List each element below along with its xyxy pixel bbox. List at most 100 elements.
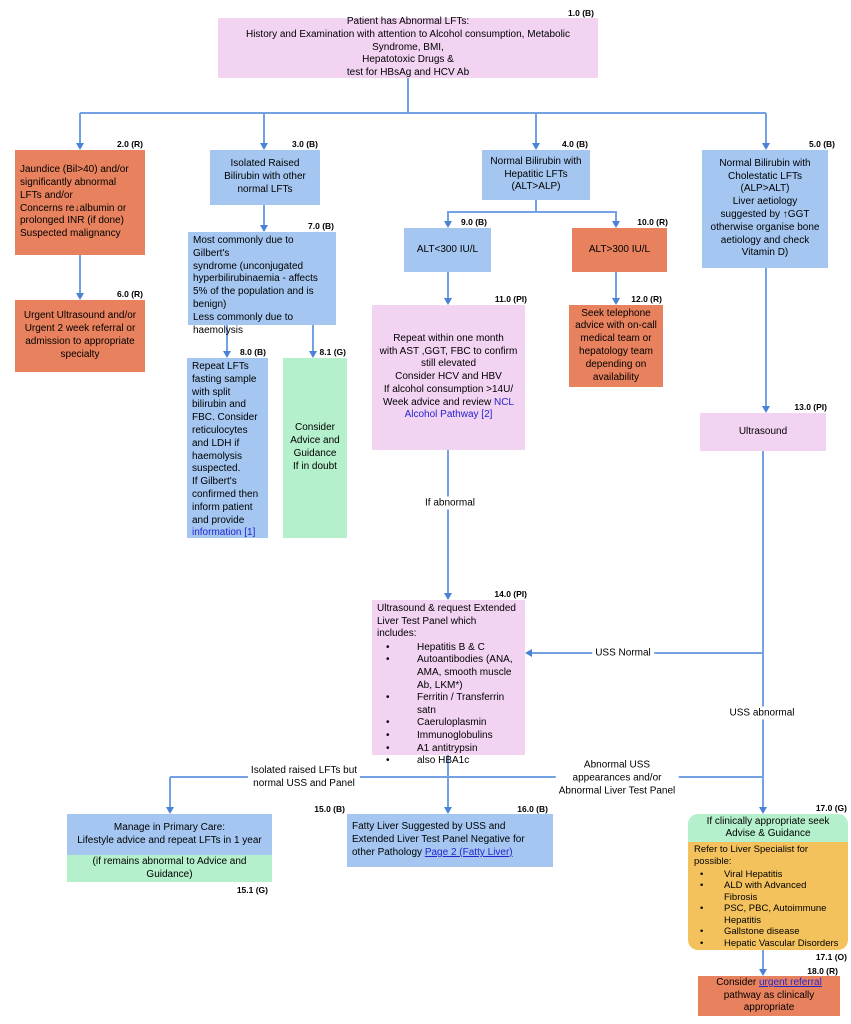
connector-9-to-11 xyxy=(447,272,449,299)
arrowhead-to-17 xyxy=(758,807,767,814)
arrowhead-to-3 xyxy=(259,143,268,150)
list-item: Autoantibodies (ANA, AMA, smooth muscle … xyxy=(377,654,520,692)
node-8-text: Repeat LFTs fasting sample with split bi… xyxy=(192,361,259,526)
connector-17-to-18 xyxy=(762,950,764,970)
node-1-text: Patient has Abnormal LFTs: History and E… xyxy=(245,16,571,79)
node-4-tag: 4.0 (B) xyxy=(562,139,588,149)
list-item: Immunoglobulins xyxy=(377,730,520,743)
node-5-text: Normal Bilirubin with Cholestatic LFTs (… xyxy=(710,157,820,259)
node-10-tag: 10.0 (R) xyxy=(637,217,668,227)
node-17-body-text: Refer to Liver Specialist for possible: xyxy=(694,844,809,867)
node-9-tag: 9.0 (B) xyxy=(461,217,487,227)
node-8-1-advice-guidance: Consider Advice and Guidance If in doubt xyxy=(283,358,347,538)
arrowhead-to-13 xyxy=(761,406,770,413)
arrowhead-to-2 xyxy=(75,143,84,150)
node-10-text: ALT>300 IU/L xyxy=(588,243,651,255)
connector-13-to-17 xyxy=(762,451,764,808)
node-4-text: Normal Bilirubin with Hepatitic LFTs (AL… xyxy=(490,155,582,193)
list-item: Viral Hepatitis xyxy=(694,869,842,881)
node-13-tag: 13.0 (PI) xyxy=(794,402,827,412)
node-16-tag: 16.0 (B) xyxy=(517,804,548,814)
node-3-text: Isolated Raised Bilirubin with other nor… xyxy=(224,158,306,195)
arrowhead-to-11 xyxy=(443,298,452,305)
arrowhead-to-14-right xyxy=(525,648,532,657)
list-item: A1 antitrypsin xyxy=(377,743,520,756)
connector-2-to-6 xyxy=(79,255,81,294)
node-15-1-if-remains-abnormal: (if remains abnormal to Advice and Guida… xyxy=(67,855,272,882)
node-11-text: Repeat within one month with AST ,GGT, F… xyxy=(379,332,518,421)
node-3-isolated-raised-bilirubin: Isolated Raised Bilirubin with other nor… xyxy=(210,150,320,205)
node-13-text: Ultrasound xyxy=(738,425,788,437)
connector-stem-1 xyxy=(407,78,409,113)
arrowhead-to-4 xyxy=(531,143,540,150)
node-11-repeat-one-month: Repeat within one month with AST ,GGT, F… xyxy=(372,305,525,450)
node-15-tag: 15.0 (B) xyxy=(314,804,345,814)
node-5-cholestatic-lfts: Normal Bilirubin with Cholestatic LFTs (… xyxy=(702,150,828,268)
node-18-text: Consider urgent referral pathway as clin… xyxy=(716,976,822,1014)
node-6-urgent-ultrasound: Urgent Ultrasound and/or Urgent 2 week r… xyxy=(15,300,145,372)
node-17-tag: 17.0 (G) xyxy=(815,803,847,813)
node-17-body: Refer to Liver Specialist for possible: … xyxy=(688,842,848,950)
node-9-text: ALT<300 IU/L xyxy=(416,243,479,255)
node-12-seek-telephone-advice: Seek telephone advice with on-call medic… xyxy=(569,305,663,387)
node-8-repeat-lfts: Repeat LFTs fasting sample with split bi… xyxy=(187,358,268,538)
arrowhead-to-18 xyxy=(758,969,767,976)
node-17-1-tag: 17.1 (O) xyxy=(815,952,847,962)
node-14-extended-liver-panel: Ultrasound & request Extended Liver Test… xyxy=(372,600,525,767)
node-9-alt-under-300: ALT<300 IU/L xyxy=(404,228,491,272)
node-7-tag: 7.0 (B) xyxy=(308,221,334,231)
connector-10-to-12 xyxy=(615,272,617,299)
node-15-manage-primary-care: Manage in Primary Care: Lifestyle advice… xyxy=(67,814,272,855)
list-item: Hepatic Vascular Disorders xyxy=(694,938,842,950)
connector-drop-10 xyxy=(615,211,617,222)
arrowhead-to-16 xyxy=(443,807,452,814)
arrowhead-to-7 xyxy=(259,225,268,232)
node-8-tag: 8.0 (B) xyxy=(240,347,266,357)
list-item: ALD with Advanced Fibrosis xyxy=(694,880,842,903)
node-4-hepatitic-lfts: Normal Bilirubin with Hepatitic LFTs (AL… xyxy=(482,150,590,200)
arrowhead-to-5 xyxy=(761,143,770,150)
connector-drop-3 xyxy=(263,113,265,144)
connector-7-to-8 xyxy=(226,325,228,352)
node-3-tag: 3.0 (B) xyxy=(292,139,318,149)
node-2-tag: 2.0 (R) xyxy=(117,139,143,149)
connector-5-to-13 xyxy=(765,268,767,407)
arrowhead-to-8-1 xyxy=(308,351,317,358)
connector-drop-2 xyxy=(79,113,81,144)
node-5-tag: 5.0 (B) xyxy=(809,139,835,149)
connector-stem-4 xyxy=(535,200,537,212)
list-item: PSC, PBC, Autoimmune Hepatitis xyxy=(694,903,842,926)
connector-7-to-8-1 xyxy=(312,325,314,352)
arrowhead-to-6 xyxy=(75,293,84,300)
list-item: Ferritin / Transferrin satn xyxy=(377,692,520,717)
node-7-text: Most commonly due to Gilbert's syndrome … xyxy=(193,235,318,336)
edge-label-uss-abnormal: USS abnormal xyxy=(726,706,798,720)
edge-label-abnormal-uss: Abnormal USS appearances and/or Abnormal… xyxy=(555,758,679,798)
arrowhead-to-8 xyxy=(222,351,231,358)
connector-3-to-7 xyxy=(263,205,265,226)
connector-branch-4 xyxy=(448,211,616,213)
node-1-abnormal-lfts: Patient has Abnormal LFTs: History and E… xyxy=(218,16,598,79)
node-17-header: If clinically appropriate seek Advise & … xyxy=(688,814,848,843)
node-13-ultrasound: Ultrasound xyxy=(700,413,826,451)
list-item: Gallstone disease xyxy=(694,926,842,938)
connector-drop-5 xyxy=(765,113,767,144)
node-16-fatty-liver: Fatty Liver Suggested by USS and Extende… xyxy=(347,814,553,867)
node-16-text: Fatty Liver Suggested by USS and Extende… xyxy=(352,821,525,858)
list-item: Hepatitis B & C xyxy=(377,642,520,655)
connector-drop-15 xyxy=(169,777,171,808)
node-10-alt-over-300: ALT>300 IU/L xyxy=(572,228,667,272)
node-18-tag: 18.0 (R) xyxy=(807,966,838,976)
node-6-text: Urgent Ultrasound and/or Urgent 2 week r… xyxy=(23,310,137,360)
arrowhead-to-10 xyxy=(611,221,620,228)
information-link[interactable]: information [1] xyxy=(192,527,256,539)
connector-14-to-16 xyxy=(447,755,449,808)
page-2-fatty-liver-link[interactable]: Page 2 (Fatty Liver) xyxy=(424,846,513,858)
connector-drop-4 xyxy=(535,113,537,144)
connector-bottom-branch xyxy=(170,776,764,778)
ncl-alcohol-pathway-link[interactable]: NCL Alcohol Pathway [2] xyxy=(404,396,514,421)
arrowhead-to-9 xyxy=(443,221,452,228)
arrowhead-to-12 xyxy=(611,298,620,305)
urgent-referral-link[interactable]: urgent referral xyxy=(759,976,822,988)
